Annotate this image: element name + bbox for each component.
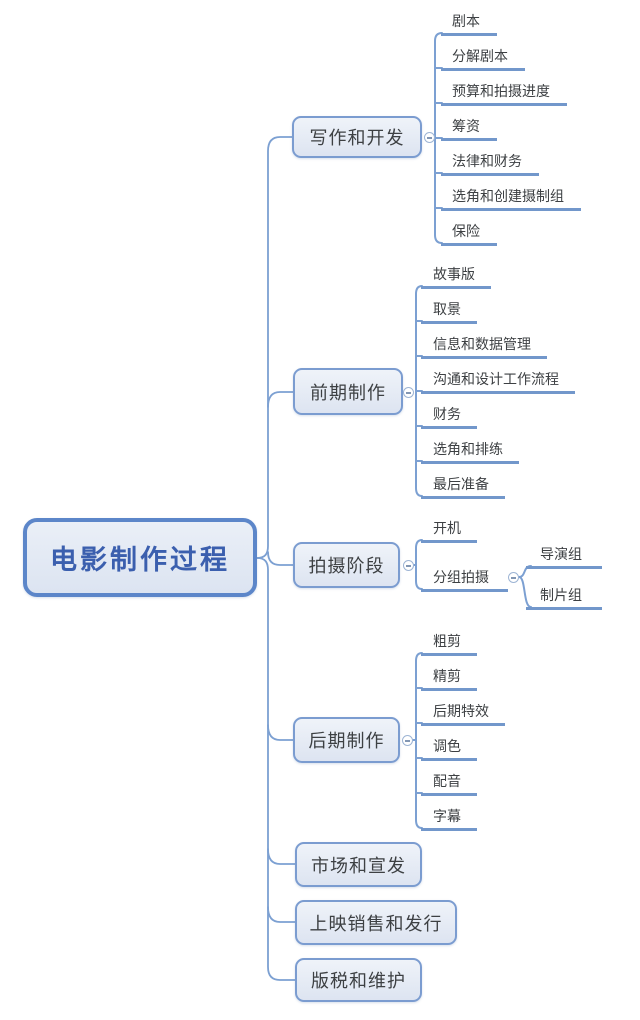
leaf-location-scouting[interactable]: 取景 <box>421 299 477 324</box>
minus-icon <box>406 564 411 567</box>
branch1-child-connectors <box>434 32 443 244</box>
branch-royalties-maintenance[interactable]: 版税和维护 <box>295 958 422 1002</box>
leaf-communication-design-workflow[interactable]: 沟通和设计工作流程 <box>421 369 575 394</box>
leaf-screenplay[interactable]: 剧本 <box>441 11 497 36</box>
leaf-fine-cut[interactable]: 精剪 <box>421 666 477 691</box>
minus-icon <box>406 391 411 394</box>
collapse-toggle-group-shooting[interactable] <box>508 572 519 583</box>
leaf-camera-start[interactable]: 开机 <box>421 518 477 543</box>
leaf-production-group[interactable]: 制片组 <box>526 585 602 610</box>
leaf-final-preparation[interactable]: 最后准备 <box>421 474 505 499</box>
leaf-rough-cut[interactable]: 粗剪 <box>421 631 477 656</box>
leaf-post-effects[interactable]: 后期特效 <box>421 701 505 726</box>
minus-icon <box>511 576 516 579</box>
root-node-film-production[interactable]: 电影制作过程 <box>23 518 257 597</box>
branch-writing-development[interactable]: 写作和开发 <box>292 116 422 158</box>
minus-icon <box>427 136 432 139</box>
leaf-casting-crew-creation[interactable]: 选角和创建摄制组 <box>441 186 581 211</box>
collapse-toggle-pre-production[interactable] <box>403 387 414 398</box>
branch-post-production[interactable]: 后期制作 <box>293 717 400 763</box>
leaf-info-data-management[interactable]: 信息和数据管理 <box>421 334 547 359</box>
trunk-connectors <box>256 136 296 981</box>
leaf-budget-schedule[interactable]: 预算和拍摄进度 <box>441 81 567 106</box>
collapse-toggle-shooting-phase[interactable] <box>403 560 414 571</box>
leaf-color-grading[interactable]: 调色 <box>421 736 477 761</box>
leaf-insurance[interactable]: 保险 <box>441 221 497 246</box>
minus-icon <box>405 739 410 742</box>
leaf-legal-finance[interactable]: 法律和财务 <box>441 151 539 176</box>
leaf-storyboard[interactable]: 故事版 <box>421 264 491 289</box>
branch-marketing-promotion[interactable]: 市场和宣发 <box>295 842 422 887</box>
leaf-breakdown-script[interactable]: 分解剧本 <box>441 46 525 71</box>
leaf-finance[interactable]: 财务 <box>421 404 477 429</box>
leaf-casting-rehearsal[interactable]: 选角和排练 <box>421 439 519 464</box>
leaf-subtitles[interactable]: 字幕 <box>421 806 477 831</box>
leaf-director-group[interactable]: 导演组 <box>526 544 602 569</box>
collapse-toggle-writing-development[interactable] <box>424 132 435 143</box>
leaf-dubbing[interactable]: 配音 <box>421 771 477 796</box>
branch-pre-production[interactable]: 前期制作 <box>293 368 403 415</box>
branch-shooting-phase[interactable]: 拍摄阶段 <box>293 542 400 588</box>
leaf-financing[interactable]: 筹资 <box>441 116 497 141</box>
leaf-group-shooting[interactable]: 分组拍摄 <box>421 567 508 592</box>
collapse-toggle-post-production[interactable] <box>402 735 413 746</box>
branch-release-sales-distribution[interactable]: 上映销售和发行 <box>295 900 457 945</box>
